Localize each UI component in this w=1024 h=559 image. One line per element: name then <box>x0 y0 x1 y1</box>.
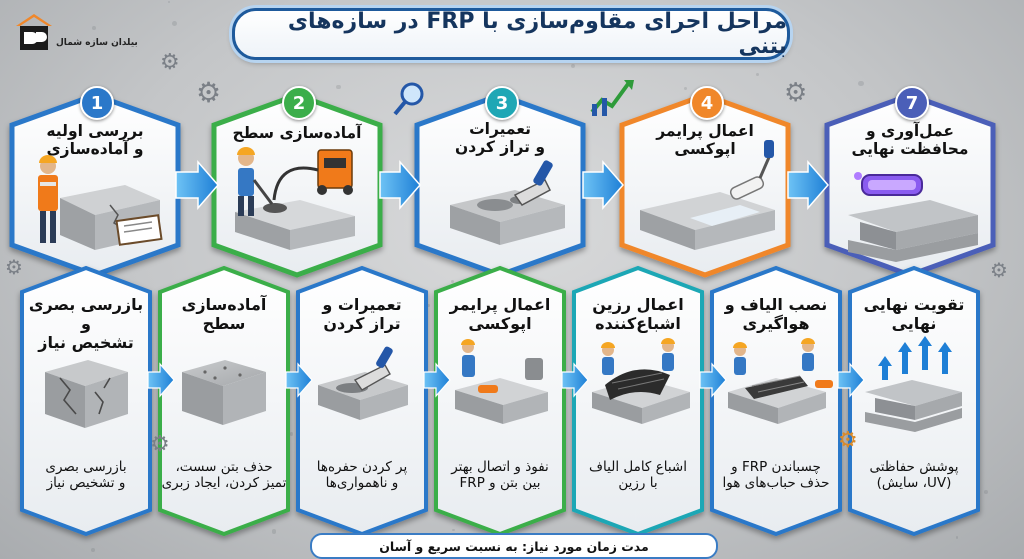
bottom-step-desc-6: چسباندن FRP و حذف حباب‌های هوا <box>722 459 830 491</box>
concrete-speck <box>336 84 341 90</box>
bottom-step-title-6: نصب الیاف و هواگیری <box>724 295 828 333</box>
logo-text: بیلدان سازه شمال <box>56 38 138 48</box>
rough-block-icon <box>182 360 266 425</box>
concrete-speck <box>451 280 455 283</box>
bottom-step-title-1: بازرسی بصری و تشخیص نیاز <box>28 295 144 352</box>
concrete-speck <box>684 87 687 91</box>
resin-workers-icon <box>592 338 690 424</box>
gear-icon: ⚙ <box>196 76 222 109</box>
gear-icon: ⚙ <box>160 50 180 75</box>
top-step-label-2: آماده‌سازی سطح <box>232 124 362 142</box>
page-title: مراحل اجرای مقاوم‌سازی با FRP در سازه‌ها… <box>232 8 790 60</box>
uv-lamp-icon <box>848 172 978 262</box>
building-roof-logo-icon <box>16 14 52 50</box>
bottom-step-desc-2: حذف بتن سست، تمیز کردن، ایجاد زبری <box>161 459 287 491</box>
concrete-speck <box>271 528 277 534</box>
logo: بیلدان سازه شمال <box>14 8 138 56</box>
top-step-label-4: اعمال پرایمر اپوکسی <box>656 122 754 159</box>
concrete-speck <box>91 26 96 31</box>
fiber-install-icon <box>728 338 833 424</box>
cracked-block-icon <box>45 360 128 428</box>
concrete-speck <box>91 547 95 552</box>
bottom-step-title-4: اعمال پرایمر اپوکسی <box>449 295 551 333</box>
paint-roller-icon <box>640 140 775 250</box>
concrete-speck <box>984 489 989 494</box>
concrete-speck <box>289 432 294 436</box>
step-number-1: 1 <box>80 86 114 120</box>
bottom-step-desc-3: پر کردن حفره‌ها و ناهمواری‌ها <box>316 459 408 491</box>
trowel-patch-icon <box>450 160 565 245</box>
step-number-3: 3 <box>485 86 519 120</box>
top-step-label-7: عمل‌آوری و محافظت نهایی <box>851 122 969 159</box>
bottom-step-desc-4: نفوذ و اتصال بهتر بین بتن و FRP <box>451 459 549 491</box>
steel-beam-arrows-icon <box>865 336 962 432</box>
bottom-step-title-7: تقویت نهایی نهایی <box>863 295 965 333</box>
step-number-7: 7 <box>895 86 929 120</box>
concrete-speck <box>570 63 575 68</box>
growth-chart-icon <box>590 80 634 116</box>
step-number-4: 4 <box>690 86 724 120</box>
bottom-step-desc-1: بازرسی بصری و تشخیص نیاز <box>45 459 127 491</box>
concrete-speck <box>171 20 178 26</box>
bottom-step-desc-7: پوشش حفاظتی (UV، سایش) <box>869 459 959 491</box>
concrete-speck <box>452 528 455 531</box>
trowel-block-icon <box>318 346 408 420</box>
bottom-arrow-1 <box>147 362 175 398</box>
bottom-arrow-3 <box>423 362 451 398</box>
gear-icon: ⚙ <box>784 78 808 108</box>
primer-worker-icon <box>455 339 548 424</box>
bottom-arrow-5 <box>699 362 727 398</box>
bottom-arrow-6 <box>837 362 865 398</box>
gear-icon: ⚙ <box>990 258 1008 282</box>
top-arrow-4 <box>787 159 829 211</box>
bottom-step-desc-5: اشباع کامل الیاف با رزین <box>589 459 687 491</box>
concrete-speck <box>956 536 959 539</box>
concrete-speck <box>426 304 430 308</box>
step-number-2: 2 <box>282 86 316 120</box>
bottom-arrow-2 <box>285 362 313 398</box>
top-step-label-1: بررسی اولیه و آماده‌سازی <box>46 122 144 159</box>
bottom-step-title-3: تعمیرات و تراز کردن <box>322 295 402 333</box>
bottom-arrow-4 <box>561 362 589 398</box>
bottom-step-title-2: آماده‌سازی سطح <box>181 295 267 333</box>
concrete-speck <box>756 72 760 76</box>
concrete-speck <box>167 0 171 4</box>
inspector-checklist-icon <box>38 155 163 250</box>
gear-icon: ⚙ <box>5 255 23 279</box>
gear-icon: ⚙ <box>150 432 170 457</box>
footer-duration-note: مدت زمان مورد نیاز: به نسبت سریع و آسان <box>310 533 718 559</box>
gear-icon: ⚙ <box>838 428 858 453</box>
magnifier-icon <box>393 82 424 116</box>
grinder-worker-icon <box>235 147 355 250</box>
top-step-label-3: تعمیرات و تراز کردن <box>455 120 545 157</box>
top-arrow-3 <box>582 159 624 211</box>
bottom-step-title-5: اعمال رزین اشباع‌کننده <box>592 295 684 333</box>
top-arrow-2 <box>379 159 421 211</box>
top-arrow-1 <box>175 159 219 211</box>
concrete-speck <box>858 80 864 86</box>
